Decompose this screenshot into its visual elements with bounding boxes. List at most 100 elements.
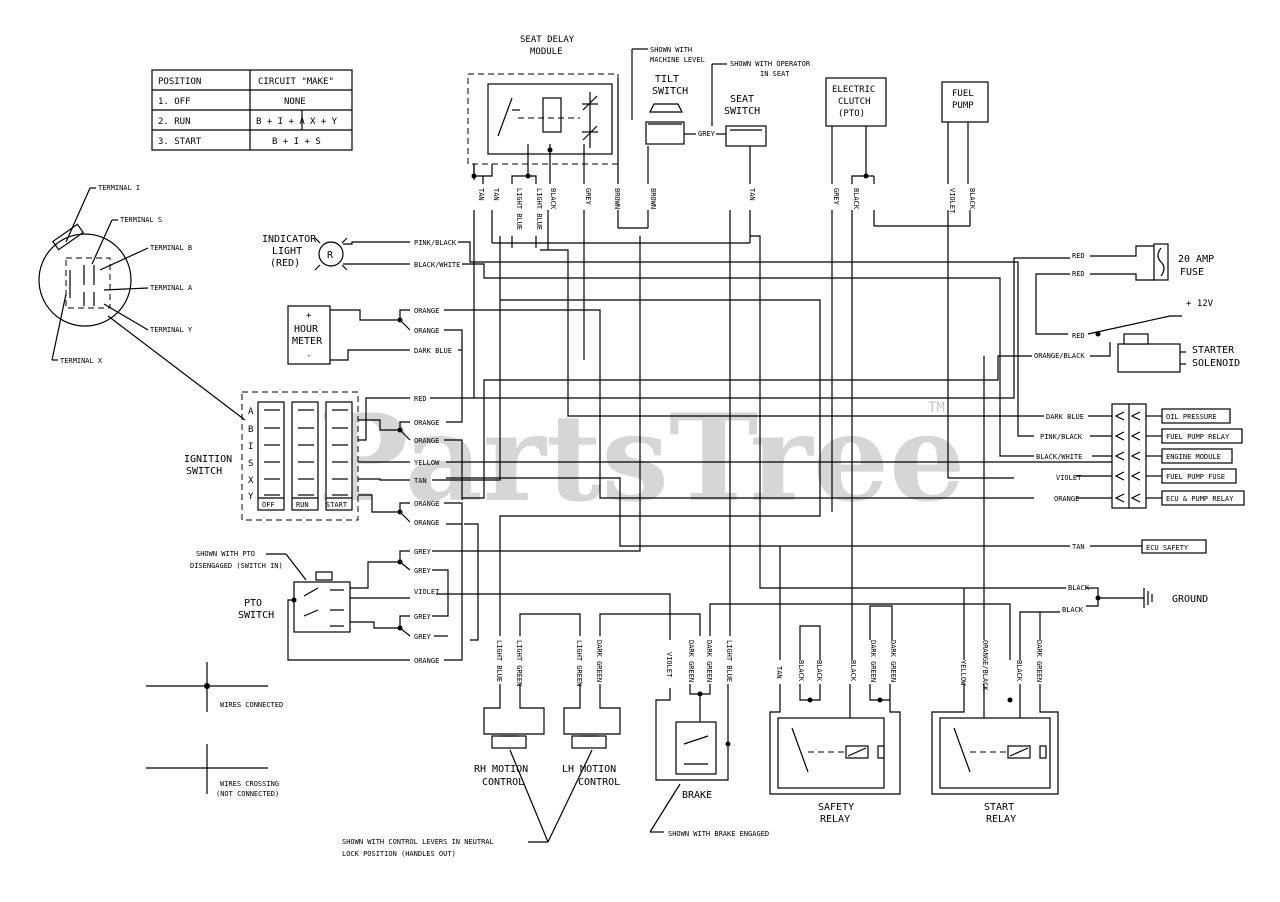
label-terminal-a: TERMINAL A: [150, 284, 193, 292]
wire-label: VIOLET: [665, 652, 673, 678]
wire-label: PINK/BLACK: [414, 239, 457, 247]
label-fuel-pump: FUEL: [952, 89, 974, 99]
key-switch-terminals: TERMINAL I TERMINAL S TERMINAL B TERMINA…: [38, 184, 246, 421]
table-header-circuit: CIRCUIT "MAKE": [258, 77, 334, 87]
table-row-make: B + I + A: [256, 117, 305, 127]
wire-label: ORANGE: [414, 307, 439, 315]
note-tilt: MACHINE LEVEL: [650, 56, 705, 64]
wire-label: ORANGE: [414, 419, 439, 427]
connector-label: ENGINE MODULE: [1166, 453, 1221, 461]
watermark-tm: TM: [928, 400, 945, 416]
wire-label: ORANGE/BLACK: [981, 640, 989, 691]
wire-label: BLACK/WHITE: [414, 261, 460, 269]
wire-label: BLACK: [849, 660, 857, 682]
right-wires: RED RED RED ORANGE/BLACK DARK BLUE PINK/…: [446, 235, 1214, 614]
connector-label: FUEL PUMP FUSE: [1166, 473, 1225, 481]
wire-label: LIGHT GREEN: [515, 640, 523, 686]
legend-connected: WIRES CONNECTED: [220, 701, 283, 709]
wire-label: DARK BLUE: [414, 347, 452, 355]
wire-label: BROWN: [649, 188, 657, 209]
table-row-pos: 2. RUN: [158, 117, 191, 127]
wire-label: LIGHT BLUE: [495, 640, 503, 682]
ign-terminal: X: [248, 476, 254, 486]
label-ignition: SWITCH: [186, 466, 222, 477]
ign-terminal: A: [248, 407, 254, 417]
wire-label: TAN: [492, 188, 500, 201]
label-fuel-pump: PUMP: [952, 101, 974, 111]
table-row-make: B + I + S: [272, 137, 321, 147]
ign-position-run: RUN: [296, 501, 309, 509]
wire-label: RED: [414, 395, 427, 403]
hour-meter-minus: -: [306, 351, 311, 361]
label-lh-motion: CONTROL: [578, 777, 620, 788]
wire-label: LIGHT GREEN: [575, 640, 583, 686]
wire-label: ORANGE: [414, 500, 439, 508]
legend: WIRES CONNECTED WIRES CROSSING (NOT CONN…: [146, 662, 283, 798]
tilt-switch: SHOWN WITH MACHINE LEVEL TILT SWITCH GRE…: [631, 46, 726, 145]
wire-label: BLACK: [815, 660, 823, 682]
wire-label: LIGHT BLUE: [725, 640, 733, 682]
note-pto: SHOWN WITH PTO: [196, 550, 255, 558]
wire-label: DARK GREEN: [1035, 640, 1043, 682]
label-pto: SWITCH: [238, 610, 274, 621]
label-terminal-b: TERMINAL B: [150, 244, 192, 252]
bottom-wire-labels: LIGHT BLUE LIGHT GREEN LIGHT GREEN DARK …: [495, 640, 1043, 691]
wire-label: VIOLET: [1056, 474, 1082, 482]
position-table: POSITION CIRCUIT "MAKE" 1. OFF NONE 2. R…: [151, 69, 353, 151]
wire-label: BLACK: [1062, 606, 1084, 614]
wire-label: RED: [1072, 252, 1085, 260]
label-seat: SWITCH: [724, 106, 760, 117]
note-seat: SHOWN WITH OPERATOR: [730, 60, 811, 68]
label-ignition: IGNITION: [184, 454, 232, 465]
wire-label: GREY: [584, 188, 592, 206]
connector-label: OIL PRESSURE: [1166, 413, 1217, 421]
label-ground: GROUND: [1172, 594, 1208, 605]
table-header-position: POSITION: [158, 77, 201, 87]
wire-label: GREY: [414, 567, 432, 575]
lh-motion-control: LH MOTION CONTROL: [562, 735, 620, 788]
label-rh-motion: CONTROL: [482, 777, 524, 788]
label-clutch: ELECTRIC: [832, 85, 875, 95]
ign-terminal: S: [248, 459, 253, 469]
wire-label: DARK GREEN: [595, 640, 603, 682]
wire-label: ORANGE: [414, 657, 439, 665]
ground: GROUND: [1143, 588, 1208, 608]
note-seat: IN SEAT: [760, 70, 790, 78]
table-row-pos: 1. OFF: [158, 97, 191, 107]
ign-position-off: OFF: [262, 501, 275, 509]
ecu-safety-label: ECU SAFETY: [1146, 544, 1189, 552]
wire-label: RED: [1072, 270, 1085, 278]
wire-label: GREY: [414, 613, 432, 621]
wire-label: LIGHT BLUE: [535, 188, 543, 230]
label-seat-delay: MODULE: [530, 47, 563, 57]
table-row-pos: 3. START: [158, 137, 202, 147]
label-terminal-x: TERMINAL X: [60, 357, 103, 365]
wire-label: GREY: [414, 548, 432, 556]
label-rh-motion: RH MOTION: [474, 764, 528, 775]
wire-label: LIGHT BLUE: [515, 188, 523, 230]
wire-label: TAN: [414, 477, 427, 485]
label-lh-motion: LH MOTION: [562, 764, 616, 775]
indicator-symbol: R: [327, 250, 334, 261]
wire-label: BROWN: [613, 188, 621, 209]
wire-label: RED: [1072, 332, 1085, 340]
seat-switch: SHOWN WITH OPERATOR IN SEAT SEAT SWITCH: [711, 60, 811, 147]
label-indicator: (RED): [270, 258, 300, 269]
label-fuse: 20 AMP: [1178, 254, 1214, 265]
wire-label: TAN: [748, 188, 756, 201]
wire-label: BLACK: [968, 188, 976, 210]
label-tilt: SWITCH: [652, 86, 688, 97]
label-clutch: CLUTCH: [838, 97, 871, 107]
label-tilt: TILT: [655, 74, 679, 85]
start-relay: START RELAY: [939, 717, 1051, 825]
safety-relay: SAFETY RELAY: [777, 717, 885, 825]
label-start-relay: RELAY: [986, 814, 1016, 825]
label-safety-relay: SAFETY: [818, 802, 854, 813]
ign-terminal: Y: [248, 492, 254, 502]
note-neutral: LOCK POSITION (HANDLES OUT): [342, 850, 456, 858]
label-seat: SEAT: [730, 94, 754, 105]
label-safety-relay: RELAY: [820, 814, 850, 825]
seat-delay-module: SEAT DELAY MODULE: [467, 35, 619, 165]
table-row-make: X + Y: [310, 117, 338, 127]
